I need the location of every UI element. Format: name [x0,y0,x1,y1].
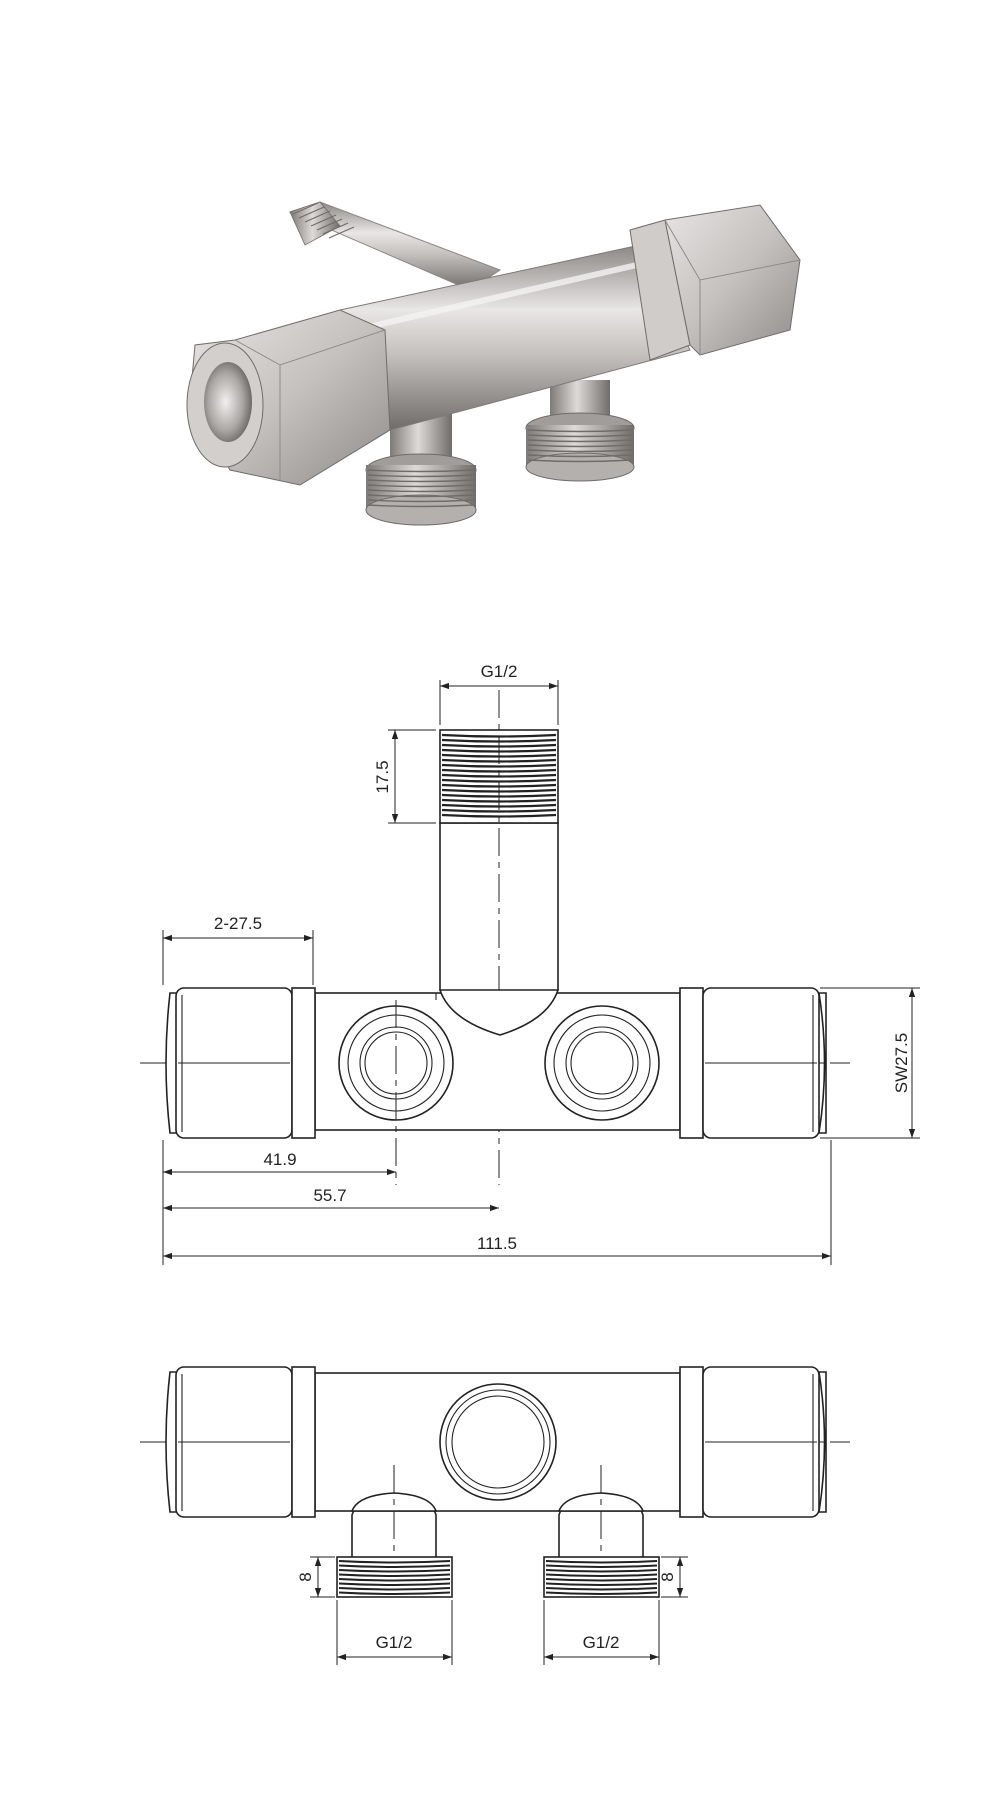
thread-line [441,773,557,778]
front-nut-left [165,987,316,1139]
thread-line [441,778,557,783]
thread-line [304,210,331,223]
thread-line [338,1582,451,1586]
thread-line [292,202,319,215]
dim-overall-length: 111.5 [477,1234,517,1253]
thread-line [338,1578,451,1582]
thread-line [367,484,475,488]
thread-line [545,1591,658,1595]
dim-left-outlet-thread: G1/2 [376,1633,413,1652]
dim-top-thread: G1/2 [481,662,518,681]
thread-line [545,1569,658,1573]
front-outlet-right [544,1005,660,1121]
bottom-inlet-circle [439,1383,557,1501]
thread-line [545,1587,658,1591]
front-view: G1/2 17.5 2-27.5 SW27.5 41.9 55.7 111.5 [140,662,920,1265]
thread-line [338,1564,451,1568]
bottom-nut-right [679,1366,827,1518]
render-main-tube [339,244,691,431]
bottom-view: 8 8 G1/2 G1/2 [140,1366,850,1665]
dim-right-thread-height: 8 [658,1572,677,1581]
thread-line [545,1578,658,1582]
thread-line [527,449,633,453]
branch-saddle [438,989,560,1036]
render-back-pipe [288,201,502,291]
product-render [186,201,801,526]
thread-line [441,808,557,813]
thread-line [527,454,633,458]
thread-line [338,1560,451,1564]
front-nut-right [679,987,827,1139]
render-nut-left [186,309,391,486]
thread-line [367,504,475,508]
thread-line [527,439,633,443]
thread-line [545,1582,658,1586]
thread-line [367,499,475,503]
thread-line [338,1587,451,1591]
dim-right-outlet-thread: G1/2 [583,1633,620,1652]
render-nut-right [629,204,801,361]
dim-center-offset: 55.7 [313,1186,346,1205]
thread-line [338,1591,451,1595]
thread-line [367,494,475,498]
thread-line [545,1573,658,1577]
thread-line [367,479,475,483]
thread-line [338,1569,451,1573]
thread-line [527,434,633,438]
thread-line [310,214,337,227]
thread-line [545,1564,658,1568]
thread-line [367,474,475,478]
dim-left-thread-height: 8 [296,1572,315,1581]
dim-nut-width: 2-27.5 [214,914,262,933]
thread-line [441,763,557,768]
thread-line [527,429,633,433]
thread-line [367,489,475,493]
dim-wrench-size: SW27.5 [892,1033,911,1093]
thread-line [527,444,633,448]
bottom-nut-left [165,1366,316,1518]
render-outlet-right [525,380,635,482]
thread-line [367,469,475,473]
bottom-thread-lines [338,1560,658,1595]
dim-top-thread-length: 17.5 [373,760,392,793]
thread-line [298,206,325,219]
thread-line [338,1573,451,1577]
thread-line [527,459,633,463]
front-outlet-left [338,1000,454,1185]
dim-outlet-offset: 41.9 [263,1150,296,1169]
thread-line [328,226,355,239]
thread-line [322,222,349,235]
thread-line [316,218,343,231]
thread-line [545,1560,658,1564]
